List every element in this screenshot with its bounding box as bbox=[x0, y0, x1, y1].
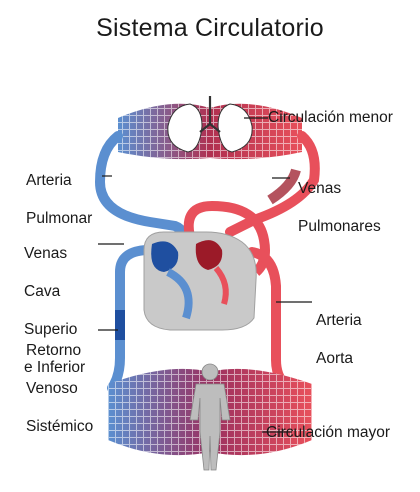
page-title: Sistema Circulatorio bbox=[96, 14, 324, 42]
label-line: Cava bbox=[24, 283, 61, 300]
label-line: Sistémico bbox=[26, 418, 94, 435]
label-line: Pulmonar bbox=[26, 210, 93, 227]
label-venas-pulmonares: Venas Pulmonares bbox=[298, 160, 381, 255]
lungs-icon bbox=[167, 96, 253, 153]
label-line: Aorta bbox=[316, 350, 354, 367]
label-venas-cava: Venas Cava Superio e Inferior bbox=[24, 225, 85, 396]
label-line: Retorno bbox=[26, 342, 82, 359]
label-arteria-aorta: Arteria Aorta bbox=[316, 292, 362, 387]
label-circulacion-mayor: Circulación mayor bbox=[266, 424, 391, 441]
label-line: e Inferior bbox=[24, 359, 86, 376]
label-circulacion-menor: Circulación menor bbox=[268, 109, 393, 126]
label-line: Venas bbox=[298, 180, 342, 197]
label-line: Pulmonares bbox=[298, 218, 381, 235]
label-line: Arteria bbox=[26, 172, 72, 189]
label-retorno-venoso: Retorno Venoso Sistémico bbox=[26, 322, 93, 455]
pulmonary-veins-vessel bbox=[225, 131, 320, 237]
label-arteria-pulmonar: Arteria Pulmonar bbox=[26, 152, 92, 247]
label-line: Arteria bbox=[316, 312, 362, 329]
leader-lines bbox=[98, 117, 312, 433]
heart-icon bbox=[143, 231, 257, 331]
human-figure-icon bbox=[189, 363, 231, 471]
label-line: Venas bbox=[24, 245, 68, 262]
label-line: Venoso bbox=[26, 380, 78, 397]
label-line: Superio bbox=[24, 321, 78, 338]
